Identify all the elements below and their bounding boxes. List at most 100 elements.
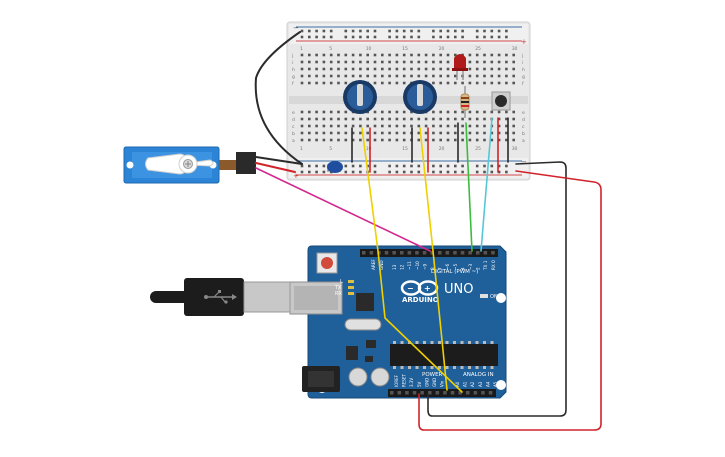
terminal-hole[interactable]: [329, 138, 333, 142]
rail-hole[interactable]: [483, 164, 486, 168]
terminal-hole[interactable]: [395, 138, 399, 142]
rail-hole[interactable]: [439, 35, 442, 39]
terminal-hole[interactable]: [381, 60, 384, 64]
rail-hole[interactable]: [315, 35, 318, 39]
terminal-hole[interactable]: [439, 117, 442, 121]
terminal-hole[interactable]: [381, 81, 384, 85]
rail-hole[interactable]: [308, 29, 311, 33]
rail-hole[interactable]: [366, 35, 369, 39]
terminal-hole[interactable]: [461, 81, 464, 85]
rail-hole[interactable]: [432, 29, 435, 33]
terminal-hole[interactable]: [308, 110, 311, 114]
terminal-hole[interactable]: [446, 81, 450, 85]
terminal-hole[interactable]: [344, 53, 348, 57]
rail-hole[interactable]: [395, 35, 399, 39]
terminal-hole[interactable]: [351, 74, 355, 78]
pushbutton[interactable]: [491, 91, 511, 111]
rail-hole[interactable]: [329, 29, 333, 33]
usb-cable[interactable]: [150, 278, 291, 316]
terminal-hole[interactable]: [381, 131, 384, 135]
terminal-hole[interactable]: [475, 117, 479, 121]
terminal-hole[interactable]: [329, 124, 333, 128]
terminal-hole[interactable]: [432, 110, 435, 114]
rail-hole[interactable]: [446, 35, 450, 39]
terminal-hole[interactable]: [337, 53, 340, 57]
wires[interactable]: [254, 31, 602, 431]
terminal-hole[interactable]: [322, 74, 326, 78]
terminal-hole[interactable]: [308, 124, 311, 128]
rail-hole[interactable]: [315, 170, 318, 174]
terminal-hole[interactable]: [381, 124, 384, 128]
rail-hole[interactable]: [432, 170, 435, 174]
terminal-hole[interactable]: [344, 74, 348, 78]
terminal-hole[interactable]: [505, 67, 508, 71]
terminal-hole[interactable]: [454, 138, 457, 142]
terminal-hole[interactable]: [373, 60, 377, 64]
terminal-hole[interactable]: [395, 67, 399, 71]
terminal-hole[interactable]: [483, 53, 486, 57]
terminal-hole[interactable]: [512, 53, 515, 57]
terminal-hole[interactable]: [512, 81, 515, 85]
terminal-hole[interactable]: [322, 117, 326, 121]
terminal-hole[interactable]: [483, 67, 486, 71]
power-pin-hole[interactable]: [435, 391, 440, 395]
power-pin-hole[interactable]: [488, 391, 493, 395]
terminal-hole[interactable]: [446, 138, 450, 142]
terminal-hole[interactable]: [402, 53, 406, 57]
rail-hole[interactable]: [388, 164, 391, 168]
terminal-hole[interactable]: [402, 138, 406, 142]
rail-hole[interactable]: [373, 35, 377, 39]
rail-hole[interactable]: [505, 164, 508, 168]
terminal-hole[interactable]: [308, 117, 311, 121]
terminal-hole[interactable]: [300, 138, 304, 142]
terminal-hole[interactable]: [432, 74, 435, 78]
rail-hole[interactable]: [490, 170, 494, 174]
digital-pin-hole[interactable]: [392, 251, 396, 255]
terminal-hole[interactable]: [432, 131, 435, 135]
terminal-hole[interactable]: [497, 117, 501, 121]
terminal-hole[interactable]: [483, 124, 486, 128]
terminal-hole[interactable]: [359, 67, 362, 71]
rail-hole[interactable]: [439, 170, 442, 174]
rail-hole[interactable]: [432, 164, 435, 168]
power-pin-hole[interactable]: [397, 391, 402, 395]
terminal-hole[interactable]: [468, 131, 472, 135]
terminal-hole[interactable]: [505, 124, 508, 128]
terminal-hole[interactable]: [402, 60, 406, 64]
terminal-hole[interactable]: [417, 131, 421, 135]
digital-pin-hole[interactable]: [407, 251, 412, 255]
terminal-hole[interactable]: [388, 117, 391, 121]
terminal-hole[interactable]: [300, 67, 304, 71]
terminal-hole[interactable]: [490, 67, 494, 71]
terminal-hole[interactable]: [381, 67, 384, 71]
rail-hole[interactable]: [461, 29, 464, 33]
terminal-hole[interactable]: [381, 117, 384, 121]
terminal-hole[interactable]: [337, 138, 340, 142]
rail-hole[interactable]: [439, 29, 442, 33]
rail-hole[interactable]: [322, 164, 326, 168]
terminal-hole[interactable]: [300, 110, 304, 114]
terminal-hole[interactable]: [454, 110, 457, 114]
terminal-hole[interactable]: [468, 60, 472, 64]
terminal-hole[interactable]: [468, 138, 472, 142]
terminal-hole[interactable]: [505, 60, 508, 64]
terminal-hole[interactable]: [461, 117, 464, 121]
terminal-hole[interactable]: [432, 81, 435, 85]
terminal-hole[interactable]: [315, 138, 318, 142]
terminal-hole[interactable]: [359, 124, 362, 128]
rail-hole[interactable]: [300, 164, 304, 168]
rail-hole[interactable]: [454, 170, 457, 174]
terminal-hole[interactable]: [344, 117, 348, 121]
terminal-hole[interactable]: [344, 110, 348, 114]
terminal-hole[interactable]: [497, 138, 501, 142]
terminal-hole[interactable]: [388, 124, 391, 128]
rail-hole[interactable]: [446, 164, 450, 168]
rail-hole[interactable]: [475, 35, 479, 39]
terminal-hole[interactable]: [308, 53, 311, 57]
terminal-hole[interactable]: [329, 60, 333, 64]
terminal-hole[interactable]: [351, 124, 355, 128]
terminal-hole[interactable]: [512, 124, 515, 128]
wire-gnd-board[interactable]: [427, 161, 567, 417]
terminal-hole[interactable]: [366, 53, 369, 57]
terminal-hole[interactable]: [424, 67, 428, 71]
